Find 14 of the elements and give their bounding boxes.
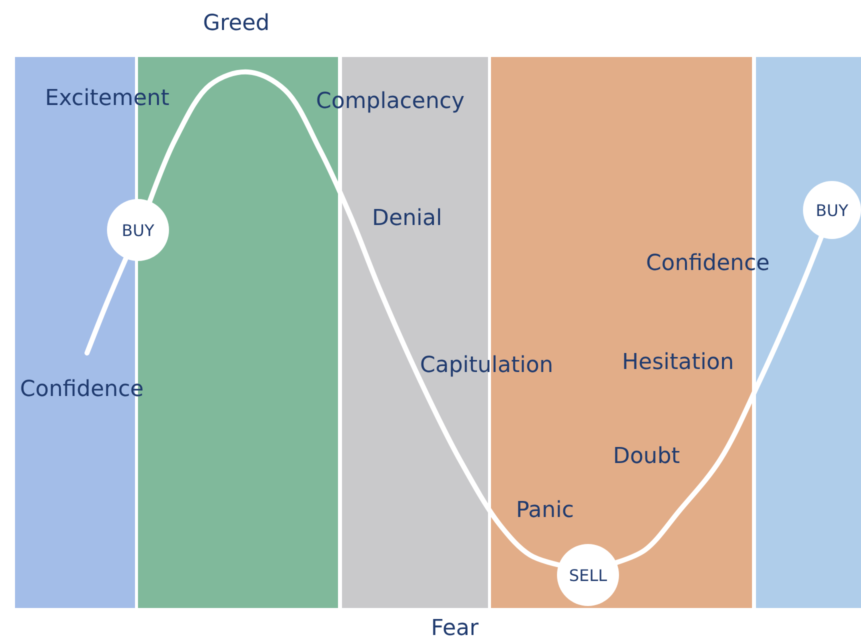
sentiment-curve	[84, 256, 128, 356]
emotion-label: Panic	[516, 500, 574, 522]
emotion-label: Greed	[203, 13, 270, 35]
emotion-label: Hesitation	[622, 352, 734, 374]
signal-label: BUY	[122, 220, 154, 240]
sentiment-curve	[147, 69, 562, 568]
signal-label: BUY	[816, 200, 848, 220]
emotion-label: Complacency	[316, 91, 464, 113]
emotion-label: Doubt	[613, 446, 680, 468]
emotion-label: Capitulation	[420, 355, 554, 377]
sentiment-curve	[614, 234, 824, 566]
emotion-label: Fear	[431, 618, 479, 640]
signal-label: SELL	[568, 566, 608, 584]
emotion-label: Denial	[372, 208, 442, 230]
